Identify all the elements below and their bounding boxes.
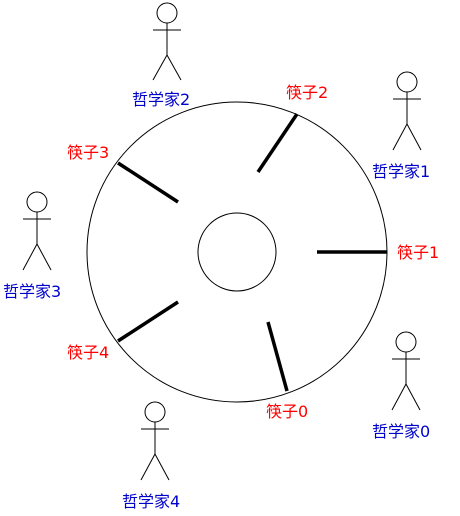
chopstick-4 — [117, 300, 179, 343]
philosopher-label-2: 哲学家2 — [132, 90, 191, 109]
philosopher-label-1: 哲学家1 — [372, 162, 431, 181]
chopstick-label-0: 筷子0 — [266, 402, 309, 421]
chopstick-label-1: 筷子1 — [397, 243, 440, 262]
philosopher-3-figure — [22, 191, 52, 271]
philosopher-label-4: 哲学家4 — [122, 492, 181, 511]
philosopher-2-figure — [152, 2, 182, 81]
philosopher-label-0: 哲学家0 — [372, 422, 431, 441]
philosopher-4-figure — [140, 401, 170, 481]
center-bowl — [197, 212, 277, 292]
chopstick-3 — [117, 161, 179, 204]
chopstick-label-3: 筷子3 — [67, 143, 110, 162]
philosopher-0-figure — [391, 331, 421, 411]
chopstick-label-2: 筷子2 — [286, 83, 329, 102]
chopstick-label-4: 筷子4 — [67, 343, 110, 362]
chopstick-0 — [266, 321, 289, 392]
chopstick-2 — [256, 113, 299, 173]
philosopher-label-3: 哲学家3 — [3, 282, 62, 301]
philosopher-1-figure — [392, 71, 422, 151]
